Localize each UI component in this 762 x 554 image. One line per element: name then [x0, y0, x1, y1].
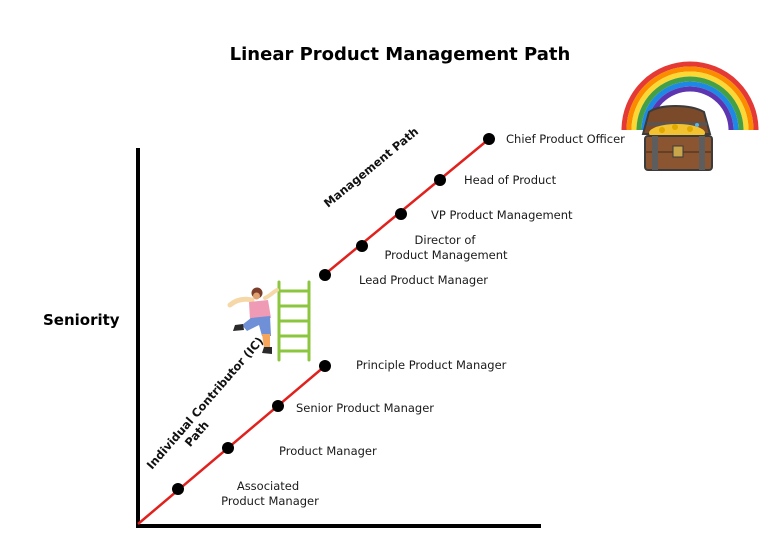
milestone-dot — [172, 483, 184, 495]
y-axis-label: Seniority — [43, 311, 120, 329]
rainbow-band — [621, 61, 759, 131]
ic-path-label-line: Individual Contributor (IC) — [144, 334, 266, 472]
milestone-dot — [319, 269, 331, 281]
milestone-dot — [395, 208, 407, 220]
role-label: Chief Product Officer — [506, 132, 625, 146]
role-label: Principle Product Manager — [356, 358, 507, 372]
role-label: Product Manager — [221, 494, 319, 508]
management-milestones: Lead Product Manager Director of Product… — [319, 132, 625, 287]
ladder-icon — [277, 280, 311, 362]
role-label: Associated — [237, 479, 299, 493]
milestone-dot — [483, 133, 495, 145]
milestone-dot — [356, 240, 368, 252]
rainbow-band — [626, 66, 754, 131]
role-label: Director of — [415, 233, 477, 247]
role-label: Product Manager — [279, 444, 377, 458]
milestone-dot — [434, 174, 446, 186]
role-label: VP Product Management — [431, 208, 573, 222]
management-path-label: Management Path — [321, 124, 421, 210]
role-label: Lead Product Manager — [359, 273, 488, 287]
ic-path-label: Individual Contributor (IC) Path — [144, 334, 266, 472]
rainbow-band — [631, 71, 749, 131]
milestone-dot — [222, 442, 234, 454]
rainbow-band — [636, 76, 744, 131]
ic-milestones: Associated Product Manager Product Manag… — [172, 358, 507, 508]
diagram-title: Linear Product Management Path — [230, 44, 571, 65]
role-label: Product Management — [384, 248, 508, 262]
milestone-dot — [272, 400, 284, 412]
milestone-dot — [319, 360, 331, 372]
role-label: Senior Product Manager — [296, 401, 434, 415]
rainbow-band — [641, 81, 739, 131]
treasure-chest-icon — [641, 105, 713, 171]
person-climbing-icon — [227, 287, 279, 354]
role-label: Head of Product — [464, 173, 557, 187]
management-path-line — [323, 138, 490, 276]
